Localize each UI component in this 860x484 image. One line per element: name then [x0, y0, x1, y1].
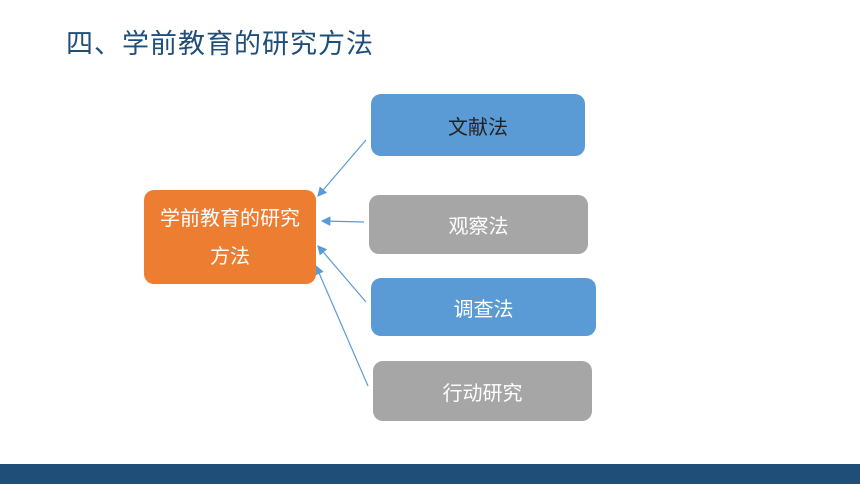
method-survey: 调查法	[371, 278, 596, 336]
slide-title: 四、学前教育的研究方法	[66, 29, 374, 60]
method-observation: 观察法	[369, 195, 588, 254]
arrow-from-literature	[317, 139, 367, 197]
method-action-research: 行动研究	[373, 361, 592, 421]
arrow-from-observation	[320, 216, 365, 226]
center-node-label-line1: 学前教育的研究	[160, 206, 300, 230]
center-node-label-line2: 方法	[210, 244, 250, 268]
method-literature: 文献法	[371, 94, 585, 156]
arrow-from-action-research	[314, 264, 369, 387]
arrow-from-survey	[317, 245, 367, 303]
footer-bar	[0, 464, 860, 484]
center-node: 学前教育的研究 方法	[144, 190, 316, 284]
